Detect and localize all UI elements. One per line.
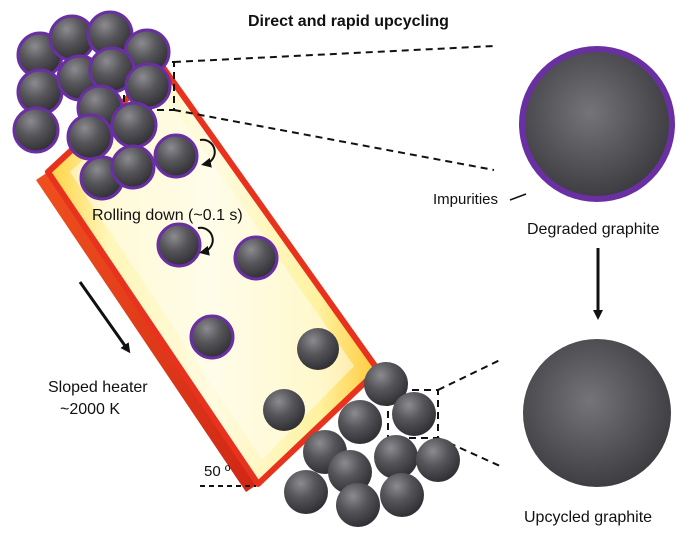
degraded-graphite-sphere [519, 46, 675, 202]
upcycled-graphite-label: Upcycled graphite [524, 509, 652, 526]
degraded-particle-cluster [12, 10, 172, 161]
upcycled-particle [364, 362, 408, 406]
degraded-particle [66, 113, 114, 161]
impurities-pointer [509, 193, 527, 201]
degraded-graphite-label: Degraded graphite [527, 221, 660, 238]
upcycled-particle [328, 450, 372, 494]
upcycled-particle [338, 400, 382, 444]
degraded-particle [110, 101, 158, 149]
rolling-particle [233, 235, 279, 281]
upcycled-particle [374, 435, 418, 479]
zoom-lines-upcycled [387, 359, 501, 467]
upcycled-particle [284, 470, 328, 514]
rolling-particle [110, 144, 156, 190]
rolling-down-label: Rolling down (~0.1 s) [92, 207, 243, 224]
rolling-particle [156, 222, 202, 268]
impurities-label: Impurities [433, 191, 498, 208]
upcycled-graphite-sphere [523, 339, 671, 487]
rolling-particles [79, 133, 339, 431]
upcycled-particle [392, 392, 436, 436]
upcycled-particle-pile [284, 362, 460, 527]
rolling-particle [153, 133, 199, 179]
degraded-particle [124, 62, 172, 110]
degraded-particle [12, 106, 60, 154]
downhill-direction-arrow [78, 281, 131, 354]
heater-label: Sloped heater [48, 379, 148, 396]
heater-temperature-label: ~2000 K [60, 401, 120, 418]
upcycled-particle [380, 473, 424, 517]
rotation-arrows [197, 138, 216, 256]
upcycled-particle [336, 483, 380, 527]
slope-angle-label: 50 º [204, 463, 231, 480]
diagram-title: Direct and rapid upcycling [248, 13, 449, 30]
upcycled-particle [416, 438, 460, 482]
rolling-particle [297, 328, 339, 370]
rolling-particle [263, 389, 305, 431]
rolling-particle [189, 314, 235, 360]
